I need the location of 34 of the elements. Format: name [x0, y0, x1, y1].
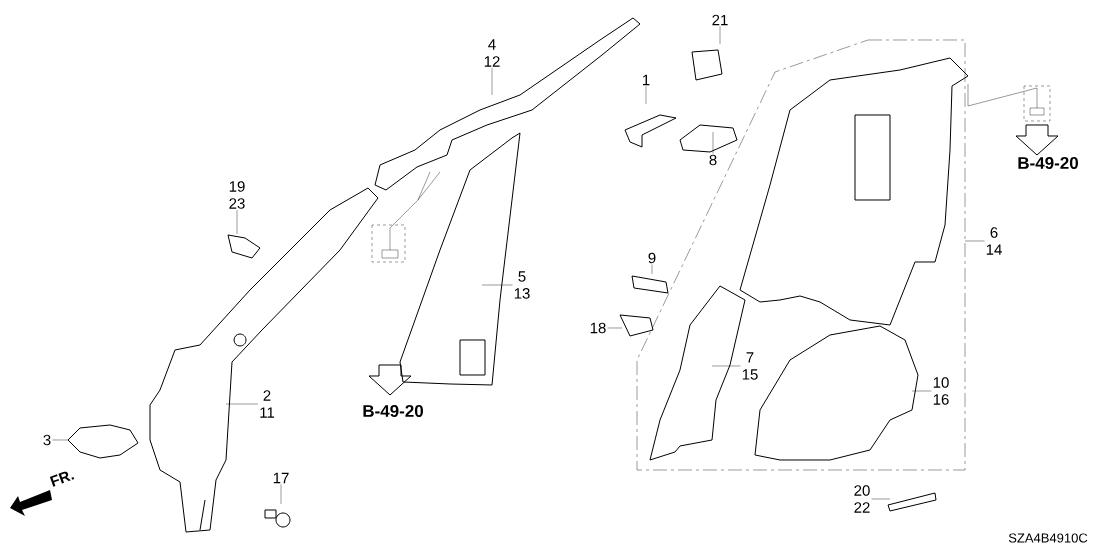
leader-line: [719, 26, 721, 45]
leader-line: [607, 327, 623, 329]
callout-number: 21: [712, 14, 728, 26]
callout-number: 4 12: [484, 39, 500, 67]
leader-line: [911, 390, 932, 392]
leader-line: [651, 264, 653, 275]
callout-number: 5 13: [514, 271, 530, 299]
leader-line: [871, 498, 891, 500]
leader-line: [52, 439, 69, 441]
callout-number: 20 22: [854, 485, 870, 513]
callout-number: 3: [43, 434, 51, 446]
callout-number: 1: [643, 74, 650, 86]
callout-number: 6 14: [986, 227, 1002, 255]
leader-line: [481, 284, 513, 286]
leader-line: [964, 240, 985, 242]
callout-number: 7 15: [742, 352, 758, 380]
leader-line: [280, 484, 282, 505]
callout-number: 2 11: [260, 390, 275, 418]
reference-code: B-49-20: [1018, 156, 1078, 169]
leader-line: [712, 131, 714, 154]
leader-line: [225, 403, 259, 405]
leader-line: [711, 365, 741, 367]
callout-number: 19 23: [229, 181, 245, 209]
drawing-number: SZA4B4910C: [1008, 533, 1088, 543]
leader-line: [491, 67, 493, 96]
leader-line: [236, 209, 238, 235]
callout-number: 17: [273, 472, 289, 484]
leader-line: [645, 86, 647, 105]
callout-number: 18: [590, 322, 606, 334]
callout-number: 10 16: [933, 377, 949, 405]
callout-number: 9: [648, 252, 656, 264]
reference-code: B-49-20: [363, 404, 423, 417]
callout-number: 8: [709, 154, 717, 166]
direction-label: FR.: [49, 471, 75, 487]
